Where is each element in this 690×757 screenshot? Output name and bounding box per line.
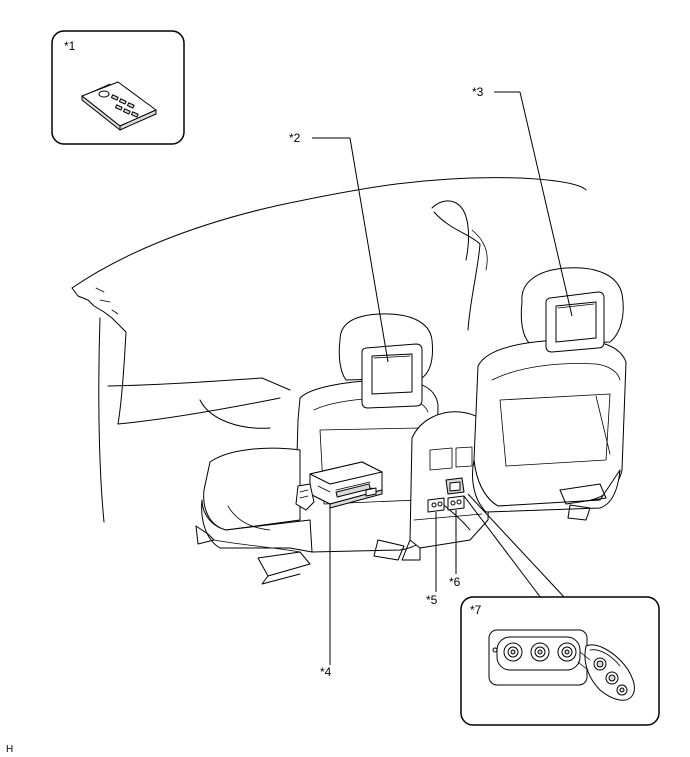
jack-connector-icon xyxy=(577,644,635,701)
av-receiver-icon xyxy=(295,461,383,511)
inset-jack-detail-box: *7 xyxy=(460,596,660,726)
video-input-jack-icon xyxy=(445,477,465,511)
remote-control-icon xyxy=(81,81,157,131)
inset-remote-box: *1 xyxy=(51,30,185,145)
audio-jack-icon xyxy=(427,497,445,513)
callout-7: *7 xyxy=(470,603,482,617)
headrest-display-icon xyxy=(545,291,605,353)
audio-jack-panel-icon xyxy=(488,629,588,686)
headrest-display-icon xyxy=(361,343,423,409)
callout-2: *2 xyxy=(289,131,301,145)
callout-6: *6 xyxy=(449,575,461,589)
callout-3: *3 xyxy=(472,85,484,99)
callout-4: *4 xyxy=(320,665,332,679)
figure-code: H xyxy=(6,744,13,755)
callout-5: *5 xyxy=(426,593,438,607)
callout-1: *1 xyxy=(64,39,76,53)
